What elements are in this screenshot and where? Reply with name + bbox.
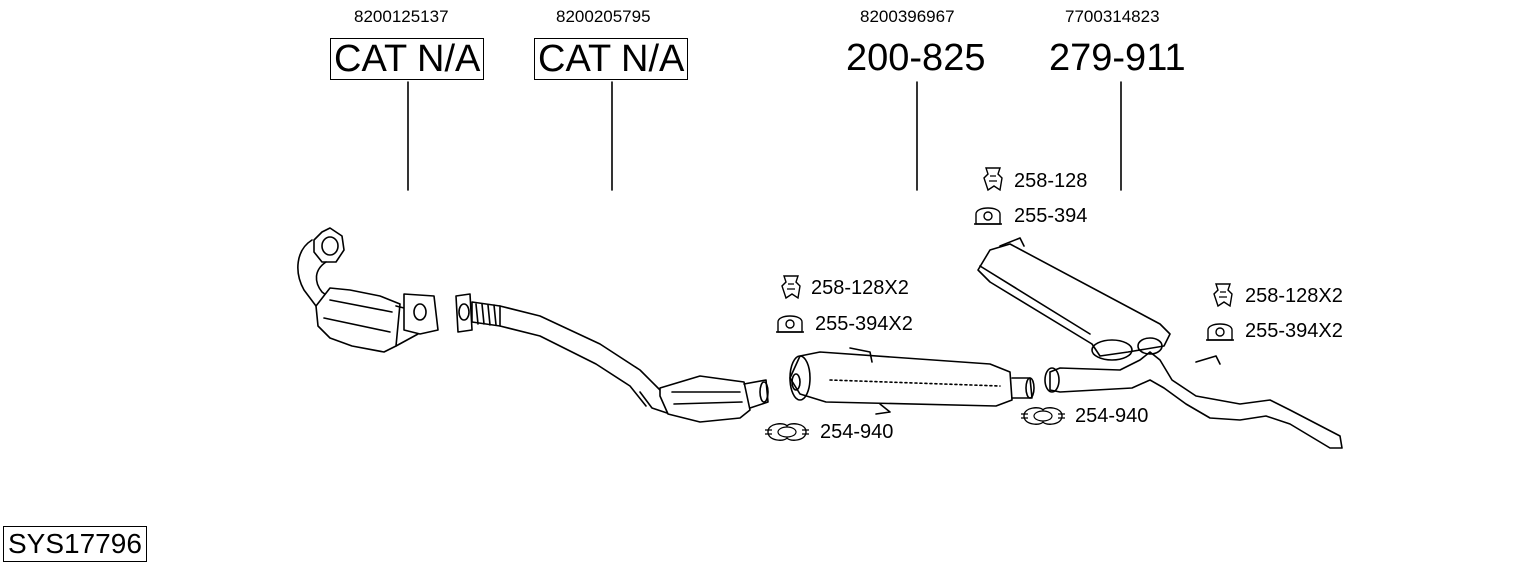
fitting-label-top-bracket: 258-128 xyxy=(1014,170,1088,192)
oem-number-part-4: 7700314823 xyxy=(1065,7,1160,26)
bracket-icon xyxy=(1213,283,1233,308)
clamp-icon xyxy=(765,423,809,441)
clamp-icon xyxy=(1021,407,1065,425)
fitting-label-top-hanger: 255-394 xyxy=(1014,205,1088,227)
fitting-label-right-hanger: 255-394X2 xyxy=(1245,320,1343,342)
rubber-hanger-icon xyxy=(1206,323,1234,341)
fitting-label-mid-hanger: 255-394X2 xyxy=(815,313,913,335)
system-code: SYS17796 xyxy=(3,526,147,562)
part-code-3: 200-825 xyxy=(846,37,986,79)
fitting-label-mid-bracket: 258-128X2 xyxy=(811,277,909,299)
manifold-catalyst-part xyxy=(297,227,439,353)
fitting-label-clamp-left: 254-940 xyxy=(820,421,894,443)
rubber-hanger-icon xyxy=(776,315,804,333)
rear-silencer-part xyxy=(977,237,1343,449)
flexi-catalyst-part xyxy=(455,293,769,423)
bracket-icon xyxy=(983,167,1003,192)
fitting-label-clamp-right: 254-940 xyxy=(1075,405,1149,427)
fitting-label-right-bracket: 258-128X2 xyxy=(1245,285,1343,307)
part-code-1: CAT N/A xyxy=(330,38,485,80)
centre-silencer-part xyxy=(789,347,1035,415)
oem-number-part-1: 8200125137 xyxy=(354,7,449,26)
part-code-4: 279-911 xyxy=(1049,37,1186,79)
rubber-hanger-icon xyxy=(974,207,1002,225)
part-code-2: CAT N/A xyxy=(534,38,689,80)
bracket-icon xyxy=(781,275,801,300)
oem-number-part-2: 8200205795 xyxy=(556,7,651,26)
oem-number-part-3: 8200396967 xyxy=(860,7,955,26)
